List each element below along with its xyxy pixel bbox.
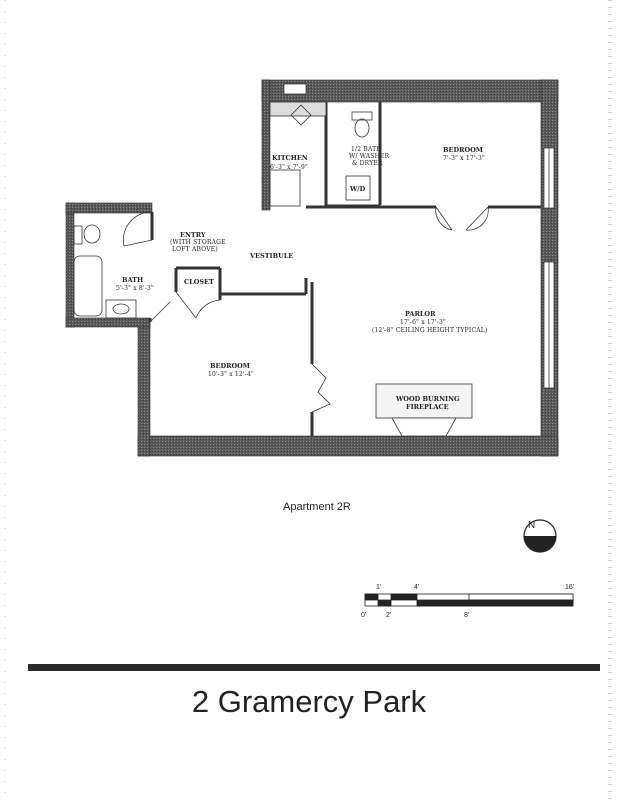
scale-label-0ft: 0'	[361, 612, 366, 619]
half-bath-line2: W/ WASHER	[349, 153, 390, 160]
bath-fixtures	[73, 224, 137, 319]
interior-walls	[148, 102, 541, 436]
parlor-ceiling-note: (12'-8" CEILING HEIGHT TYPICAL)	[372, 327, 488, 334]
parlor-label: PARLOR	[405, 310, 436, 318]
compass-north-label: N	[528, 520, 535, 531]
floor-plan: KITCHEN 6'-3" x 7'-9" 1/2 BATH W/ WASHER…	[65, 79, 574, 619]
entry-line3: LOFT ABOVE)	[172, 246, 218, 253]
kitchen-dims: 6'-3" x 7'-9"	[270, 164, 308, 171]
scale-label-8ft: 8'	[464, 612, 469, 619]
fireplace	[375, 383, 473, 437]
wd-label: W/D	[349, 185, 366, 193]
bedroom-top-dims: 7'-3" x 17'-3"	[443, 155, 485, 162]
building-title: 2 Gramercy Park	[191, 684, 427, 719]
bath-dims: 5'-3" x 8'-3"	[116, 285, 154, 292]
kitchen-label: KITCHEN	[272, 154, 308, 162]
entry-line2: (WITH STORAGE	[170, 239, 226, 246]
scale-bar-labels: 1' 4' 16' 0' 2' 8'	[361, 584, 574, 619]
half-bath-label: 1/2 BATH	[351, 146, 382, 153]
bedroom-bottom-dims: 10'-3" x 12'-4"	[208, 371, 254, 378]
scale-label-16ft: 16'	[565, 584, 574, 591]
doors	[123, 206, 489, 413]
kitchen-fixtures	[269, 101, 327, 207]
bedroom-top-label: BEDROOM	[443, 146, 483, 154]
divider-rule	[28, 664, 600, 671]
fireplace-label-line1: WOOD BURNING	[395, 395, 460, 403]
entry-label: ENTRY	[180, 231, 206, 239]
page-edge-dots	[608, 0, 612, 800]
scale-label-4ft: 4'	[414, 584, 419, 591]
room-labels: KITCHEN 6'-3" x 7'-9" 1/2 BATH W/ WASHER…	[116, 146, 488, 411]
fireplace-label-line2: FIREPLACE	[406, 403, 449, 411]
bath-label: BATH	[122, 276, 143, 284]
exterior-walls	[65, 79, 559, 457]
scale-bar	[364, 593, 574, 607]
scale-label-2ft: 2'	[386, 612, 391, 619]
apartment-label: Apartment 2R	[283, 501, 351, 513]
bedroom-bottom-label: BEDROOM	[210, 362, 250, 370]
half-bath-line3: & DRYER	[352, 160, 383, 167]
scale-label-1ft: 1'	[376, 584, 381, 591]
half-bath-fixtures	[345, 111, 373, 201]
page-edge-dots-left	[4, 0, 6, 800]
parlor-dims: 17'-6" x 17'-3"	[400, 319, 446, 326]
compass: N	[523, 519, 557, 553]
vestibule-label: VESTIBULE	[249, 252, 293, 260]
windows	[283, 83, 555, 389]
closet-label: CLOSET	[184, 278, 214, 286]
